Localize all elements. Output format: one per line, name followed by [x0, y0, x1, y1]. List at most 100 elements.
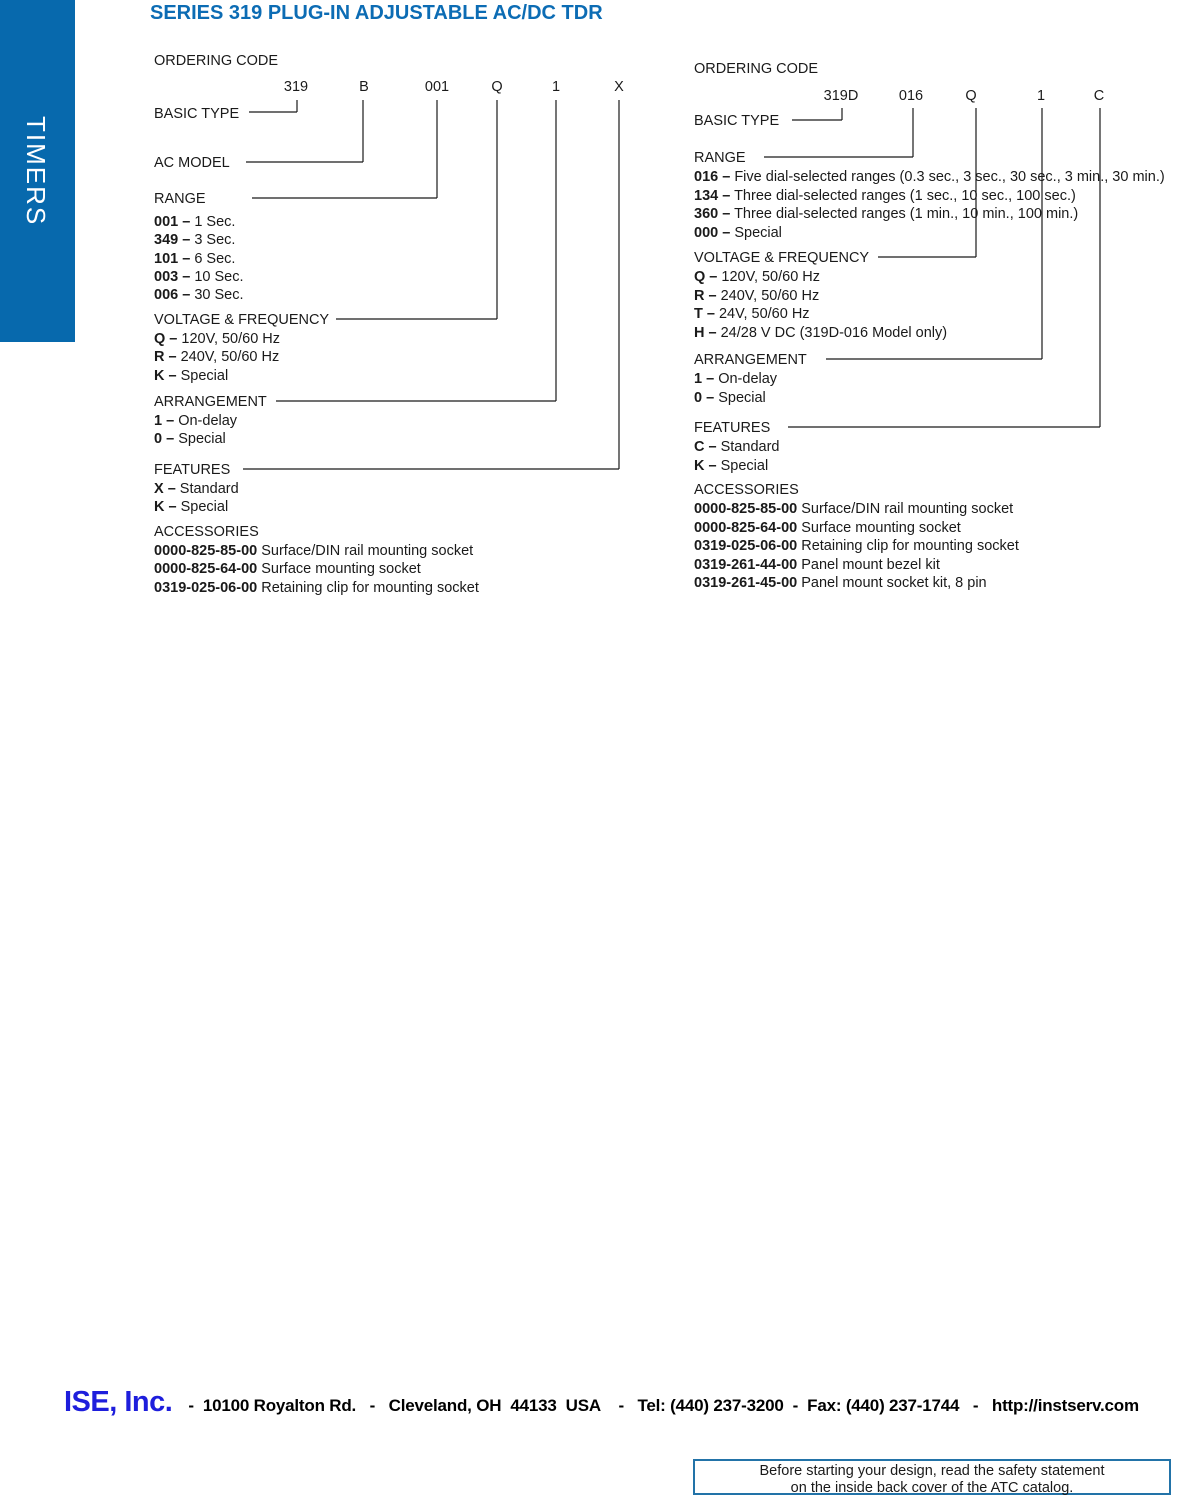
option-code: 016 – [694, 169, 731, 185]
features-option: X – Standard [154, 480, 239, 498]
right-accessories-label: ACCESSORIES [694, 482, 799, 498]
right-range-label: RANGE [694, 150, 746, 166]
accessory-desc: Surface/DIN rail mounting socket [261, 543, 474, 559]
left-voltage-options: Q – 120V, 50/60 Hz R – 240V, 50/60 Hz K … [154, 330, 280, 385]
option-desc: Three dial-selected ranges (1 min., 10 m… [734, 206, 1079, 223]
option-code: 1 – [694, 371, 715, 387]
option-code: 003 – [154, 268, 191, 285]
left-code-segment-features: X [614, 79, 624, 95]
accessory-desc: Retaining clip for mounting socket [261, 579, 479, 596]
voltage-option: H – 24/28 V DC (319D-016 Model only) [694, 324, 947, 343]
option-desc: 6 Sec. [194, 250, 236, 267]
arrangement-option: 0 – Special [694, 389, 777, 408]
left-range-label: RANGE [154, 191, 206, 207]
arrangement-option: 0 – Special [154, 430, 237, 448]
option-code: Q – [694, 269, 718, 285]
option-code: 360 – [694, 206, 731, 223]
option-desc: Five dial-selected ranges (0.3 sec., 3 s… [734, 169, 1165, 185]
option-desc: 3 Sec. [194, 232, 236, 249]
right-arrangement-options: 1 – On-delay 0 – Special [694, 370, 777, 407]
voltage-option: K – Special [154, 367, 280, 385]
left-arrangement-options: 1 – On-delay 0 – Special [154, 412, 237, 449]
arrangement-option: 1 – On-delay [154, 412, 237, 430]
option-code: 000 – [694, 224, 731, 241]
page-title: SERIES 319 PLUG-IN ADJUSTABLE AC/DC TDR [150, 2, 603, 24]
option-desc: Standard [720, 439, 780, 455]
accessory-row: 0000-825-85-00 Surface/DIN rail mounting… [694, 500, 1019, 519]
option-code: 349 – [154, 232, 191, 249]
option-code: K – [154, 499, 177, 516]
option-code: 006 – [154, 287, 191, 304]
right-ordering-code-heading: ORDERING CODE [694, 61, 819, 77]
safety-notice-line-2: on the inside back cover of the ATC cata… [790, 1480, 1074, 1496]
option-code: 101 – [154, 250, 191, 267]
left-features-options: X – Standard K – Special [154, 480, 239, 517]
voltage-option: R – 240V, 50/60 Hz [154, 348, 280, 366]
option-desc: 120V, 50/60 Hz [181, 331, 281, 347]
option-desc: Special [718, 389, 766, 406]
option-code: K – [694, 457, 717, 474]
option-desc: 24/28 V DC (319D-016 Model only) [720, 324, 948, 341]
option-code: R – [154, 349, 177, 366]
accessory-row: 0319-025-06-00 Retaining clip for mounti… [154, 579, 479, 597]
footer-company-name: ISE, Inc. [64, 1386, 173, 1418]
right-voltage-options: Q – 120V, 50/60 Hz R – 240V, 50/60 Hz T … [694, 268, 947, 342]
left-code-segment-basic: 319 [283, 79, 309, 95]
right-accessories-list: 0000-825-85-00 Surface/DIN rail mounting… [694, 500, 1019, 593]
right-range-options: 016 – Five dial-selected ranges (0.3 sec… [694, 168, 1165, 242]
range-option: 349 – 3 Sec. [154, 231, 244, 249]
timers-sidebar-tab: TIMERS [0, 0, 75, 342]
option-code: X – [154, 481, 176, 497]
right-code-segment-arrangement: 1 [1036, 88, 1046, 104]
option-code: 001 – [154, 214, 191, 230]
left-ac-model-label: AC MODEL [154, 155, 230, 171]
right-basic-type-label: BASIC TYPE [694, 113, 780, 129]
option-code: 0 – [154, 431, 175, 448]
sidebar-tab-label: TIMERS [21, 116, 51, 227]
features-option: C – Standard [694, 438, 779, 457]
range-option: 134 – Three dial-selected ranges (1 sec.… [694, 187, 1165, 206]
option-desc: 30 Sec. [194, 287, 244, 304]
safety-notice-box: Before starting your design, read the sa… [693, 1459, 1171, 1496]
accessory-row: 0000-825-64-00 Surface mounting socket [694, 519, 1019, 538]
right-features-options: C – Standard K – Special [694, 438, 779, 475]
option-desc: 120V, 50/60 Hz [721, 269, 821, 285]
option-code: R – [694, 287, 717, 304]
option-code: C – [694, 439, 717, 455]
left-code-segment-range: 001 [424, 79, 450, 95]
accessory-part-number: 0319-025-06-00 [154, 579, 258, 596]
accessory-desc: Surface mounting socket [801, 519, 961, 536]
accessory-row: 0319-261-44-00 Panel mount bezel kit [694, 556, 1019, 575]
features-option: K – Special [154, 498, 239, 516]
option-code: 1 – [154, 413, 175, 429]
accessory-part-number: 0319-261-45-00 [694, 575, 798, 592]
features-option: K – Special [694, 457, 779, 476]
left-ordering-code-heading: ORDERING CODE [154, 53, 279, 69]
range-option: 003 – 10 Sec. [154, 268, 244, 286]
accessory-row: 0000-825-85-00 Surface/DIN rail mounting… [154, 542, 479, 560]
option-desc: On-delay [718, 371, 778, 387]
voltage-option: T – 24V, 50/60 Hz [694, 305, 947, 324]
left-features-label: FEATURES [154, 462, 231, 478]
option-desc: 10 Sec. [194, 268, 244, 285]
option-desc: Three dial-selected ranges (1 sec., 10 s… [734, 187, 1076, 204]
option-code: Q – [154, 331, 178, 347]
accessory-desc: Surface/DIN rail mounting socket [801, 501, 1014, 517]
voltage-option: R – 240V, 50/60 Hz [694, 287, 947, 306]
right-code-segment-basic: 319D [823, 88, 859, 104]
safety-notice-line-1: Before starting your design, read the sa… [759, 1463, 1105, 1479]
right-code-segment-voltage: Q [965, 88, 977, 104]
accessory-desc: Panel mount socket kit, 8 pin [801, 575, 987, 592]
option-desc: 24V, 50/60 Hz [718, 306, 810, 323]
right-code-segment-range: 016 [898, 88, 924, 104]
accessory-part-number: 0000-825-85-00 [694, 501, 798, 517]
right-code-segment-features: C [1093, 88, 1105, 104]
option-desc: 240V, 50/60 Hz [180, 349, 280, 366]
footer: ISE, Inc. - 10100 Royalton Rd. - Clevela… [64, 1386, 1139, 1419]
left-code-segment-voltage: Q [491, 79, 503, 95]
range-option: 000 – Special [694, 224, 1165, 243]
option-desc: Standard [179, 481, 239, 497]
range-option: 006 – 30 Sec. [154, 286, 244, 304]
left-code-segment-model: B [359, 79, 369, 95]
